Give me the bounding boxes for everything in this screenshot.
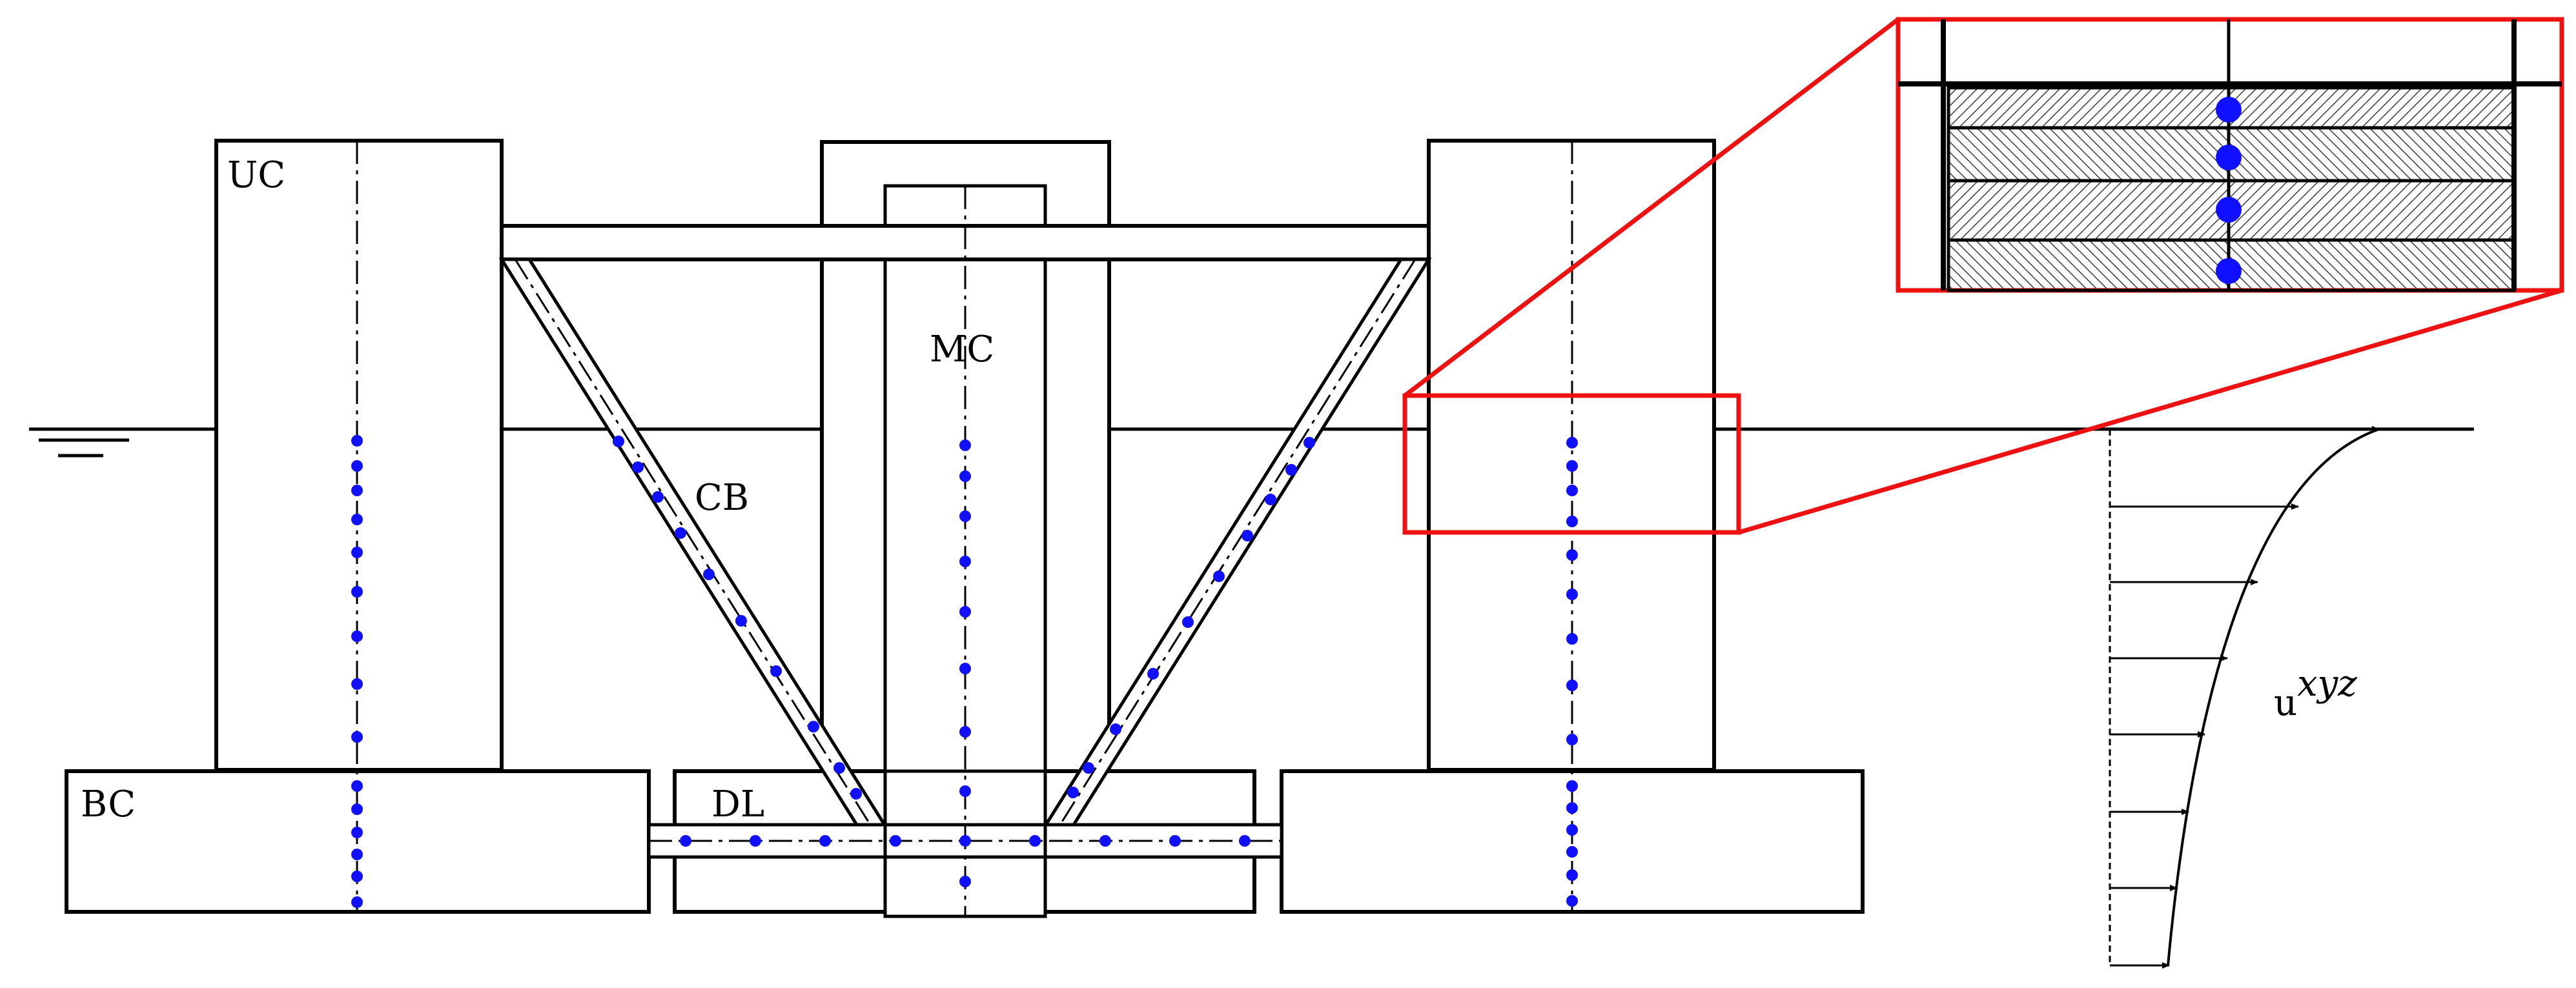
zoom-line-top bbox=[1403, 17, 1900, 398]
deck-link-nodes bbox=[680, 835, 1251, 847]
label-velocity-base: u bbox=[2274, 682, 2297, 724]
label-dl: DL bbox=[711, 783, 764, 825]
label-cb: CB bbox=[695, 477, 749, 519]
right-column-nodes bbox=[1566, 437, 1578, 907]
right-brace-nodes bbox=[1067, 437, 1315, 798]
label-uc: UC bbox=[227, 154, 285, 196]
zoom-line-bottom bbox=[1738, 288, 2562, 535]
label-velocity: uxyz bbox=[2274, 663, 2357, 724]
label-mc: MC bbox=[930, 328, 994, 370]
velocity-profile bbox=[2109, 426, 2380, 969]
label-velocity-super: xyz bbox=[2297, 663, 2357, 705]
highlight-box bbox=[1402, 393, 1741, 535]
water-surface-symbol bbox=[39, 438, 129, 458]
left-upper-column bbox=[214, 139, 504, 772]
middle-column-nodes bbox=[959, 439, 971, 887]
left-brace-nodes bbox=[613, 436, 862, 800]
left-column-nodes bbox=[351, 435, 363, 908]
zoom-detail bbox=[1896, 17, 2564, 293]
label-bc: BC bbox=[81, 783, 136, 825]
